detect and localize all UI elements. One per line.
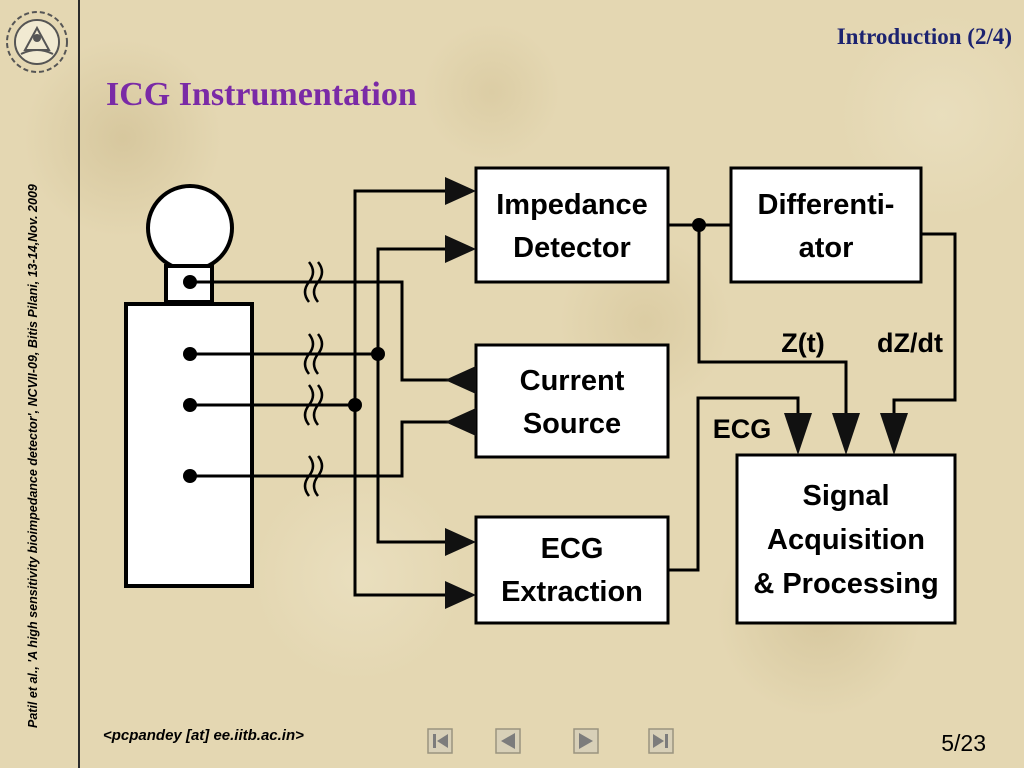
section-heading: Introduction (2/4): [836, 24, 1012, 49]
previous-slide-icon[interactable]: [495, 728, 521, 754]
signal-acquisition-label-2: Acquisition: [767, 524, 925, 556]
patient-torso: [124, 302, 254, 588]
sense-bus-inner: [376, 247, 445, 354]
dz-signal-label: dZ/dt: [877, 328, 943, 358]
signal-acquisition-box: [735, 453, 957, 625]
ecg-extraction-box: [474, 515, 670, 625]
electrode-4-wire: [190, 420, 445, 478]
institute-seal-icon: [6, 11, 68, 73]
current-source-label-1: Current: [520, 365, 625, 397]
current-source-box: [474, 343, 670, 459]
electrode-1-wire: [190, 280, 445, 382]
ecg-signal-wire: [668, 396, 800, 572]
ecg-signal-label: ECG: [713, 414, 772, 444]
differentiator-label-1: Differenti-: [758, 189, 895, 221]
impedance-detector-label-1: Impedance: [496, 189, 648, 221]
dz-signal-wire: [892, 232, 957, 420]
ecg-extraction-label-1: ECG: [541, 533, 604, 565]
ecg-extraction-label-2: Extraction: [501, 576, 643, 608]
differentiator-box: [729, 166, 923, 284]
author-email: <pcpandey [at] ee.iitb.ac.in>: [103, 727, 304, 744]
sense-bus-outer: [353, 189, 445, 405]
next-slide-icon[interactable]: [573, 728, 599, 754]
page-number: 5/23: [941, 730, 986, 756]
cable-break-marks: [303, 261, 324, 497]
signal-acquisition-label-1: Signal: [802, 480, 889, 512]
sidebar-divider: [78, 0, 80, 768]
impedance-detector-box: [474, 166, 670, 284]
patient-head: [146, 184, 234, 272]
impedance-detector-label-2: Detector: [513, 232, 631, 264]
current-source-label-2: Source: [523, 408, 621, 440]
differentiator-label-2: ator: [799, 232, 854, 264]
first-slide-icon[interactable]: [427, 728, 453, 754]
signal-acquisition-label-3: & Processing: [753, 568, 938, 600]
last-slide-icon[interactable]: [648, 728, 674, 754]
slide-title: ICG Instrumentation: [106, 76, 417, 113]
z-signal-label: Z(t): [781, 328, 824, 358]
